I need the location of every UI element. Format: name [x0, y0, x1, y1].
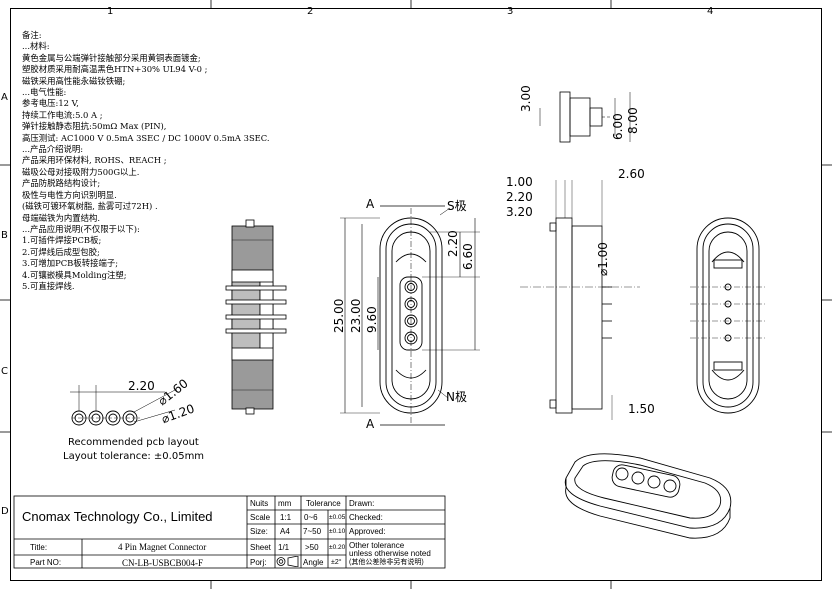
top-view — [539, 91, 631, 143]
dim-text: 3.00 — [519, 85, 533, 112]
note-line: 弹针接触静态阻抗:50mΩ Max (PIN), — [22, 121, 167, 132]
scale-value: 1:1 — [280, 513, 292, 522]
dim-text: 25.00 — [332, 298, 346, 333]
dim-text: 8.00 — [626, 107, 640, 134]
tol-range: 0~6 — [304, 513, 318, 522]
pcb-caption: Recommended pcb layout — [68, 437, 199, 448]
dim-text: 2.20 — [128, 379, 155, 393]
note-line: 5.可直接焊线. — [22, 280, 75, 291]
sheet-value: 1/1 — [278, 543, 290, 552]
dim-text: 2.60 — [618, 167, 645, 181]
note-line: 1.可插件焊接PCB板; — [22, 235, 102, 246]
tol-value: ±0.20 — [329, 544, 346, 551]
pcb-tolerance: Layout tolerance: ±0.05mm — [63, 451, 205, 462]
note-line: 高压测试: AC1000 V 0.5mA 3SEC / DC 1000V 0.5… — [22, 132, 270, 143]
isometric-view — [564, 453, 732, 539]
dim-text: 2.20 — [446, 230, 460, 257]
grid-col-4: 4 — [707, 6, 714, 17]
projection-symbol-icon — [276, 556, 299, 567]
note-line: ...产品介绍说明: — [22, 144, 84, 155]
scale-label: Scale — [250, 513, 271, 522]
units-label: Nuits — [250, 499, 269, 508]
drawn-label: Drawn: — [349, 499, 375, 508]
note-line: 4.可镶嵌模具Molding注塑; — [22, 269, 127, 280]
dim-text: 23.00 — [349, 298, 363, 333]
note-line: (磁铁可镀环氧树脂, 盐雾可过72H) . — [22, 201, 158, 212]
grid-col-2: 2 — [307, 6, 314, 17]
note-line: 产品防脱路结构设计; — [22, 178, 101, 189]
size-label: Size: — [250, 527, 268, 536]
note-line: ...材料: — [22, 41, 50, 52]
side-view — [520, 180, 640, 420]
note-line: 持续工作电流:5.0 A ; — [22, 109, 103, 120]
note-line: 3.可增加PCB板转接端子; — [22, 258, 119, 269]
note-line: 塑胶材质采用耐高温黑色HTN+30% UL94 V-0 ; — [22, 64, 208, 75]
part-no-label: Part NO: — [30, 558, 62, 567]
drawing-frame — [10, 8, 822, 581]
note-line: ...电气性能: — [22, 87, 67, 98]
note-line: 产品采用环保材料, ROHS、REACH ; — [22, 155, 167, 166]
tolerance-label: Tolerance — [306, 499, 341, 508]
note-line: 磁吸公母对接吸附力500G以上. — [22, 166, 140, 177]
note-line: 磁铁采用高性能永磁钕铁硼; — [22, 75, 126, 86]
front-view — [340, 205, 480, 426]
title-block-lines — [13, 495, 446, 569]
grid-row-d: D — [1, 506, 9, 517]
notes-block: 备注: ...材料: 黄色金属与公端弹针接触部分采用黄铜表面镀金; 塑胶材质采用… — [22, 30, 270, 292]
tol-value: ±0.05 — [329, 514, 346, 521]
other-tolerance-3: (其他公差除非另有说明) — [349, 559, 424, 566]
dim-text: 9.60 — [365, 306, 379, 333]
tol-range: 7~50 — [303, 527, 322, 536]
angle-label: Angle — [303, 558, 324, 567]
dim-text: ⌀1.00 — [596, 242, 610, 276]
other-tolerance-1: Other tolerance — [349, 541, 405, 550]
n-pole-label: N极 — [446, 390, 467, 404]
note-line: 参考电压:12 V, — [22, 98, 79, 109]
tol-range: >50 — [305, 543, 319, 552]
note-line: 黄色金属与公端弹针接触部分采用黄铜表面镀金; — [22, 52, 201, 63]
sheet-label: Sheet — [250, 543, 271, 552]
section-view — [225, 219, 287, 415]
note-line: 母端磁铁为内置结构. — [22, 212, 101, 223]
tol-value: ±0.10 — [329, 528, 346, 535]
grid-row-b: B — [1, 230, 8, 241]
dim-text: 1.00 — [506, 175, 533, 189]
title-value: 4 Pin Magnet Connector — [118, 542, 207, 552]
grid-row-c: C — [1, 366, 8, 377]
note-line: ...产品应用说明(不仅限于以下): — [22, 223, 140, 234]
dim-text: 3.20 — [506, 205, 533, 219]
grid-col-1: 1 — [107, 6, 114, 17]
other-tolerance-2: unless otherwise noted — [349, 549, 431, 558]
dim-text: 6.60 — [461, 243, 475, 270]
grid-col-3: 3 — [507, 6, 514, 17]
company-name: Cnomax Technology Co., Limited — [22, 509, 213, 524]
angle-value: ±2° — [331, 559, 342, 566]
part-no-value: CN-LB-USBCB004-F — [122, 558, 204, 568]
note-line: 极性与电性方向识别明显. — [22, 189, 117, 200]
s-pole-label: S极 — [447, 199, 467, 213]
checked-label: Checked: — [349, 513, 383, 522]
size-value: A4 — [280, 527, 290, 536]
approved-label: Approved: — [349, 527, 386, 536]
back-view — [690, 217, 766, 414]
section-label-a-top: A — [366, 197, 375, 211]
title-label: Title: — [30, 543, 48, 552]
projection-label: Porj: — [250, 558, 267, 567]
notes-heading: 备注: — [22, 30, 42, 40]
section-label-a-bottom: A — [366, 417, 375, 431]
dim-text: 2.20 — [506, 190, 533, 204]
dim-text: 1.50 — [628, 402, 655, 416]
units-value: mm — [278, 499, 292, 508]
dim-text: 6.00 — [611, 113, 625, 140]
pcb-layout — [70, 385, 176, 426]
note-line: 2.可焊线后成型包胶; — [22, 246, 100, 257]
grid-row-a: A — [1, 92, 8, 103]
